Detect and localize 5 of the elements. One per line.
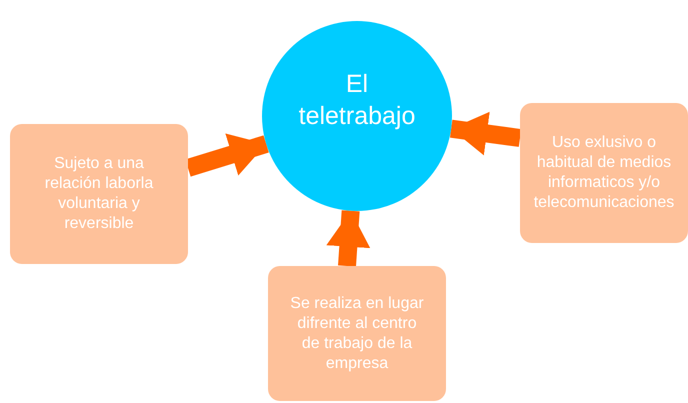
feature-box: Uso exlusivo o habitual de medios informaticos y/o telecomunicaciones (520, 103, 688, 243)
feature-box: Sujeto a una relación laborla voluntaria y reversible (10, 124, 188, 264)
feature-box: Se realiza en lugar difrente al centro de trabajo de la empresa (268, 266, 446, 401)
block-arrow (326, 210, 370, 267)
block-arrow (450, 112, 522, 156)
